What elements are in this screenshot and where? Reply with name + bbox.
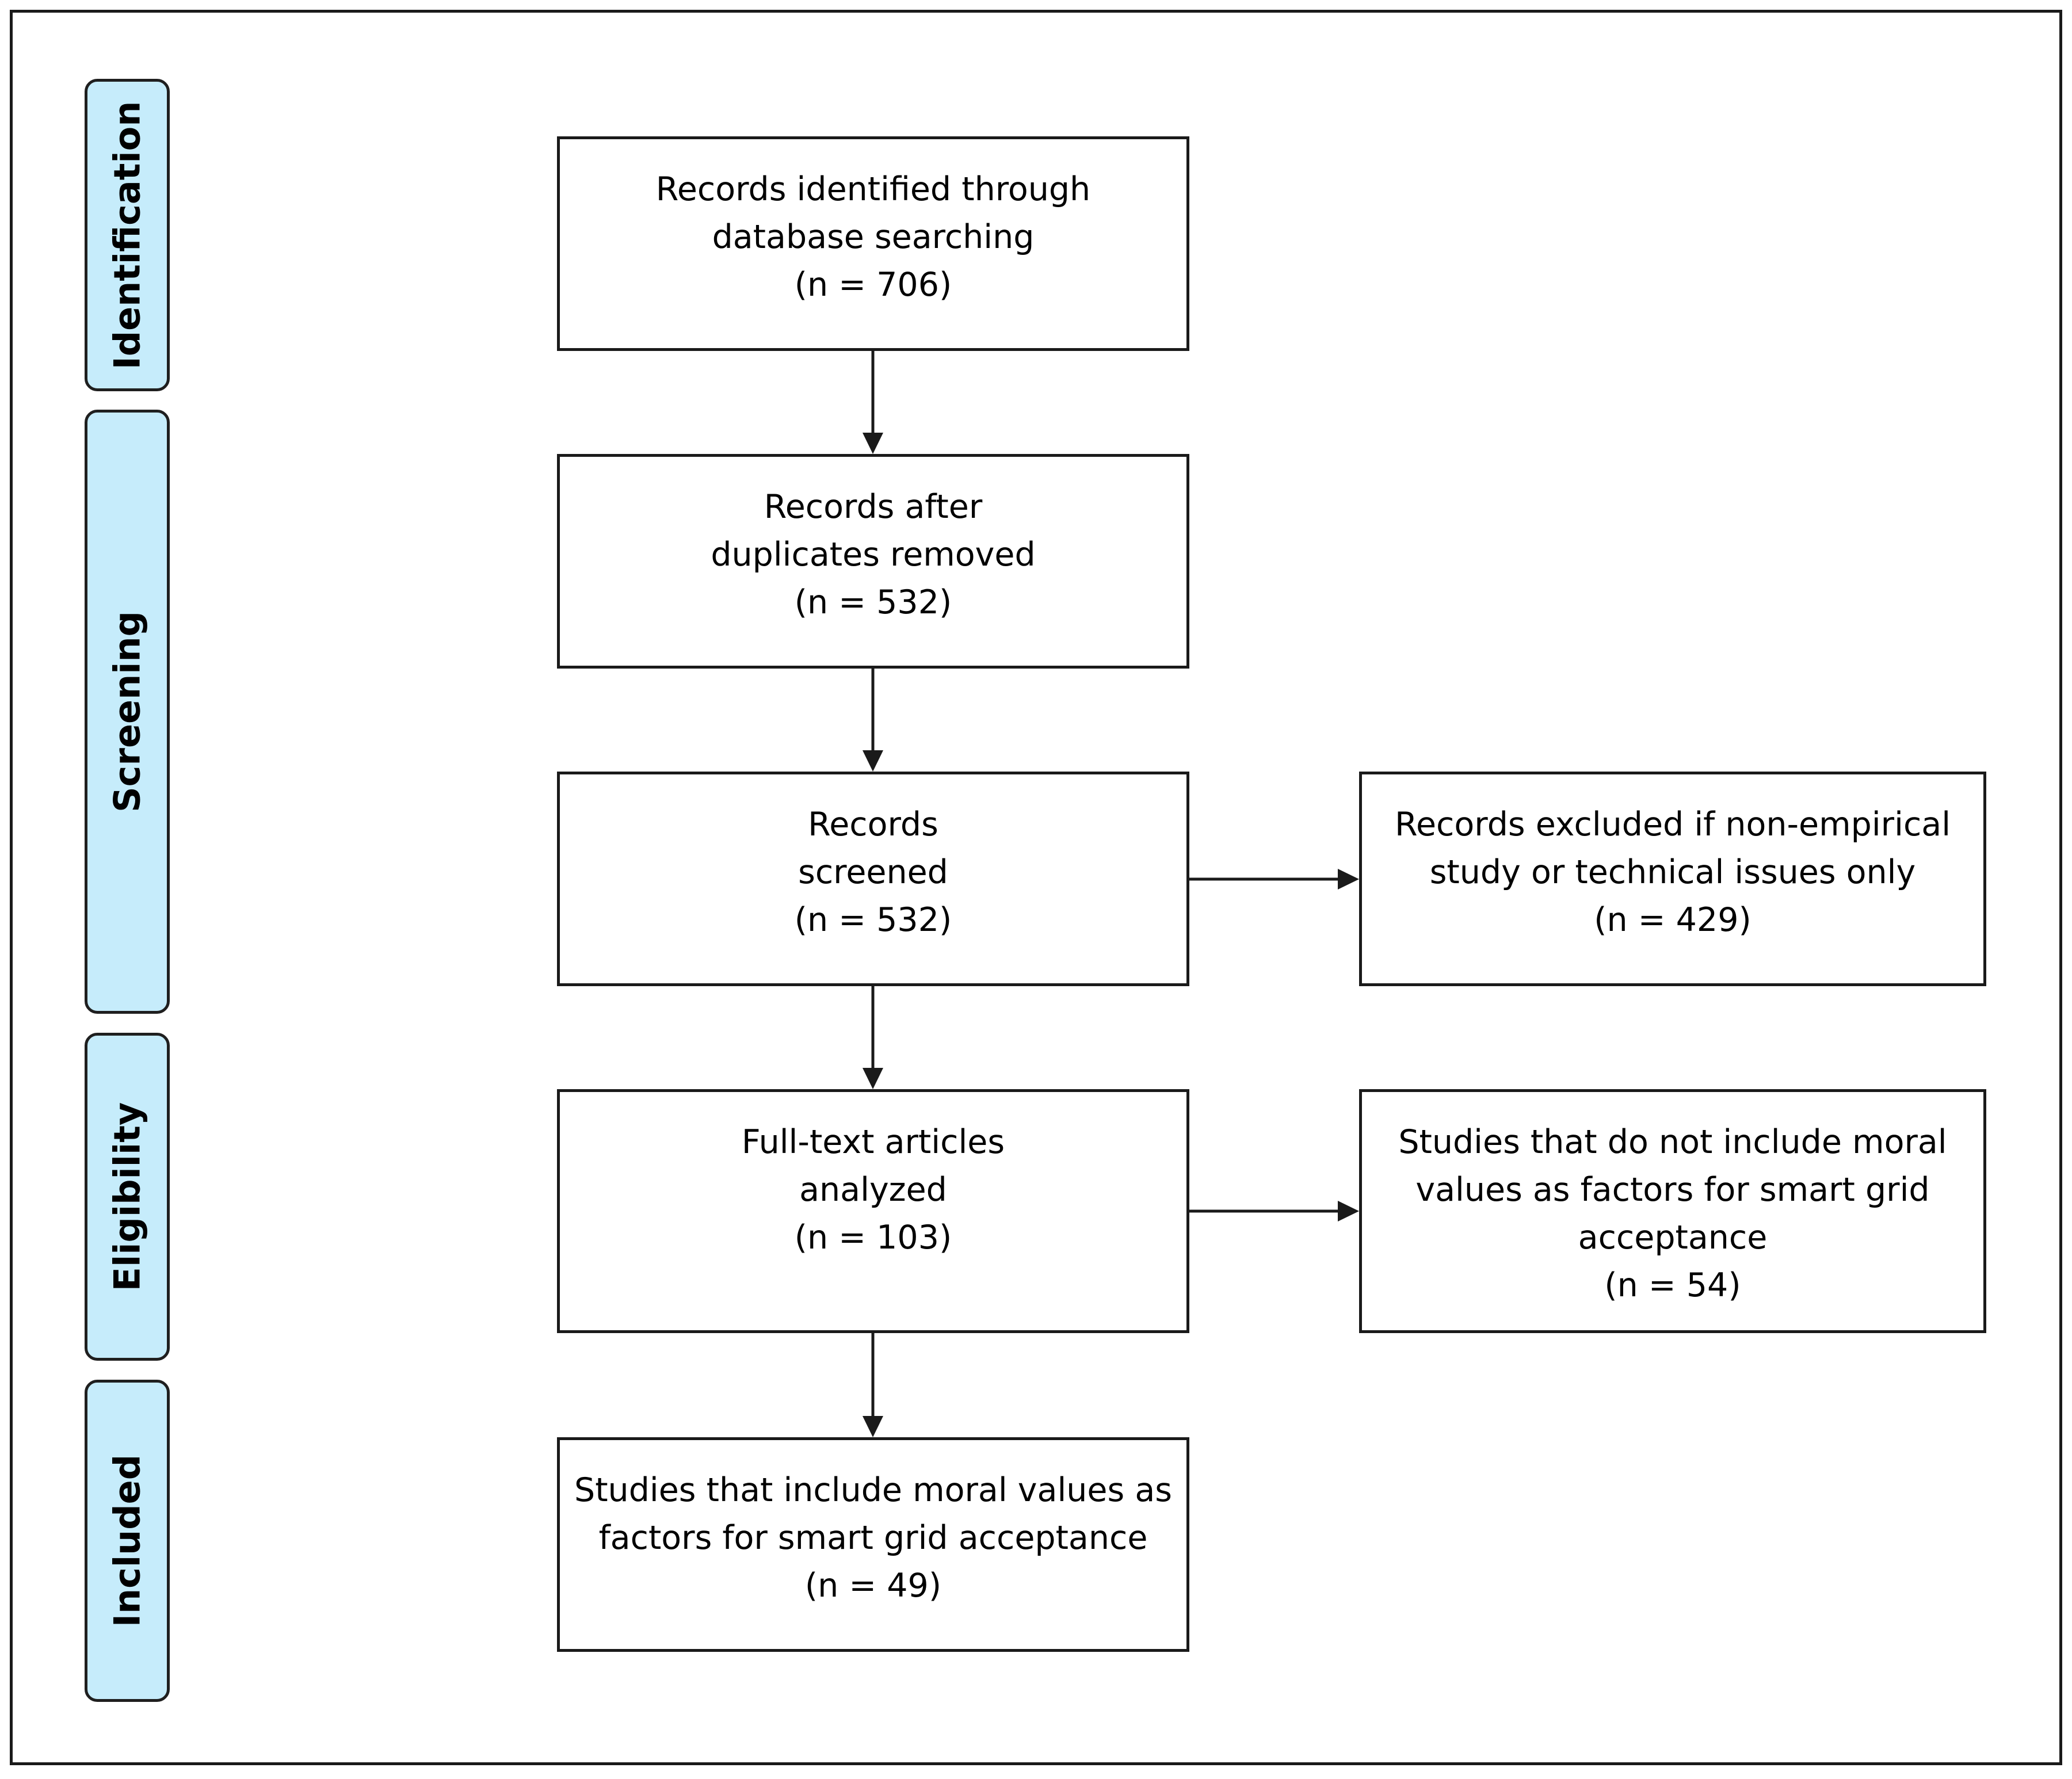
box-records-excluded-count: (n = 429)	[1594, 901, 1752, 939]
box-records-deduplicated-count: (n = 532)	[794, 583, 952, 621]
box-records-deduplicated-line2: duplicates removed	[711, 536, 1036, 574]
arrowhead-fulltext	[863, 1068, 883, 1089]
box-records-screened: Records screened (n = 532)	[557, 772, 1189, 986]
box-fulltext-analyzed-line1: Full-text articles	[741, 1123, 1005, 1161]
box-records-screened-line2: screened	[798, 853, 948, 891]
box-records-screened-count: (n = 532)	[794, 901, 952, 939]
box-records-screened-line1: Records	[808, 805, 938, 843]
box-fulltext-excluded-count: (n = 54)	[1604, 1266, 1741, 1304]
box-fulltext-excluded: Studies that do not include moral values…	[1359, 1089, 1986, 1333]
phase-identification: Identification	[85, 79, 170, 391]
arrowhead-included	[863, 1416, 883, 1437]
box-records-identified: Records identified through database sear…	[557, 136, 1189, 351]
box-fulltext-analyzed-count: (n = 103)	[794, 1219, 952, 1257]
phase-included: Included	[85, 1380, 170, 1702]
box-fulltext-excluded-line2: values as factors for smart grid	[1415, 1171, 1930, 1209]
box-fulltext-excluded-line3: acceptance	[1578, 1219, 1768, 1257]
box-studies-included-count: (n = 49)	[804, 1567, 942, 1605]
arrowhead-records-excluded	[1338, 869, 1359, 890]
box-records-identified-line1: Records identified through	[655, 170, 1091, 208]
phase-eligibility: Eligibility	[85, 1033, 170, 1361]
box-fulltext-excluded-line1: Studies that do not include moral	[1398, 1123, 1947, 1161]
box-fulltext-analyzed: Full-text articles analyzed (n = 103)	[557, 1089, 1189, 1333]
box-records-excluded: Records excluded if non-empirical study …	[1359, 772, 1986, 986]
box-fulltext-analyzed-line2: analyzed	[799, 1171, 947, 1209]
box-studies-included-line2: factors for smart grid acceptance	[598, 1519, 1148, 1557]
box-studies-included-line1: Studies that include moral values as	[574, 1471, 1172, 1509]
phase-screening: Screening	[85, 410, 170, 1014]
arrowhead-fulltext-excluded	[1338, 1201, 1359, 1221]
box-records-deduplicated: Records after duplicates removed (n = 53…	[557, 454, 1189, 669]
box-records-excluded-line1: Records excluded if non-empirical	[1394, 805, 1951, 843]
box-records-deduplicated-line1: Records after	[764, 488, 983, 526]
arrowhead-deduplicated	[863, 433, 883, 454]
arrowhead-screened	[863, 750, 883, 772]
box-records-identified-count: (n = 706)	[794, 266, 952, 304]
box-records-excluded-line2: study or technical issues only	[1429, 853, 1916, 891]
box-studies-included: Studies that include moral values as fac…	[557, 1437, 1189, 1652]
box-records-identified-line2: database searching	[712, 218, 1035, 256]
